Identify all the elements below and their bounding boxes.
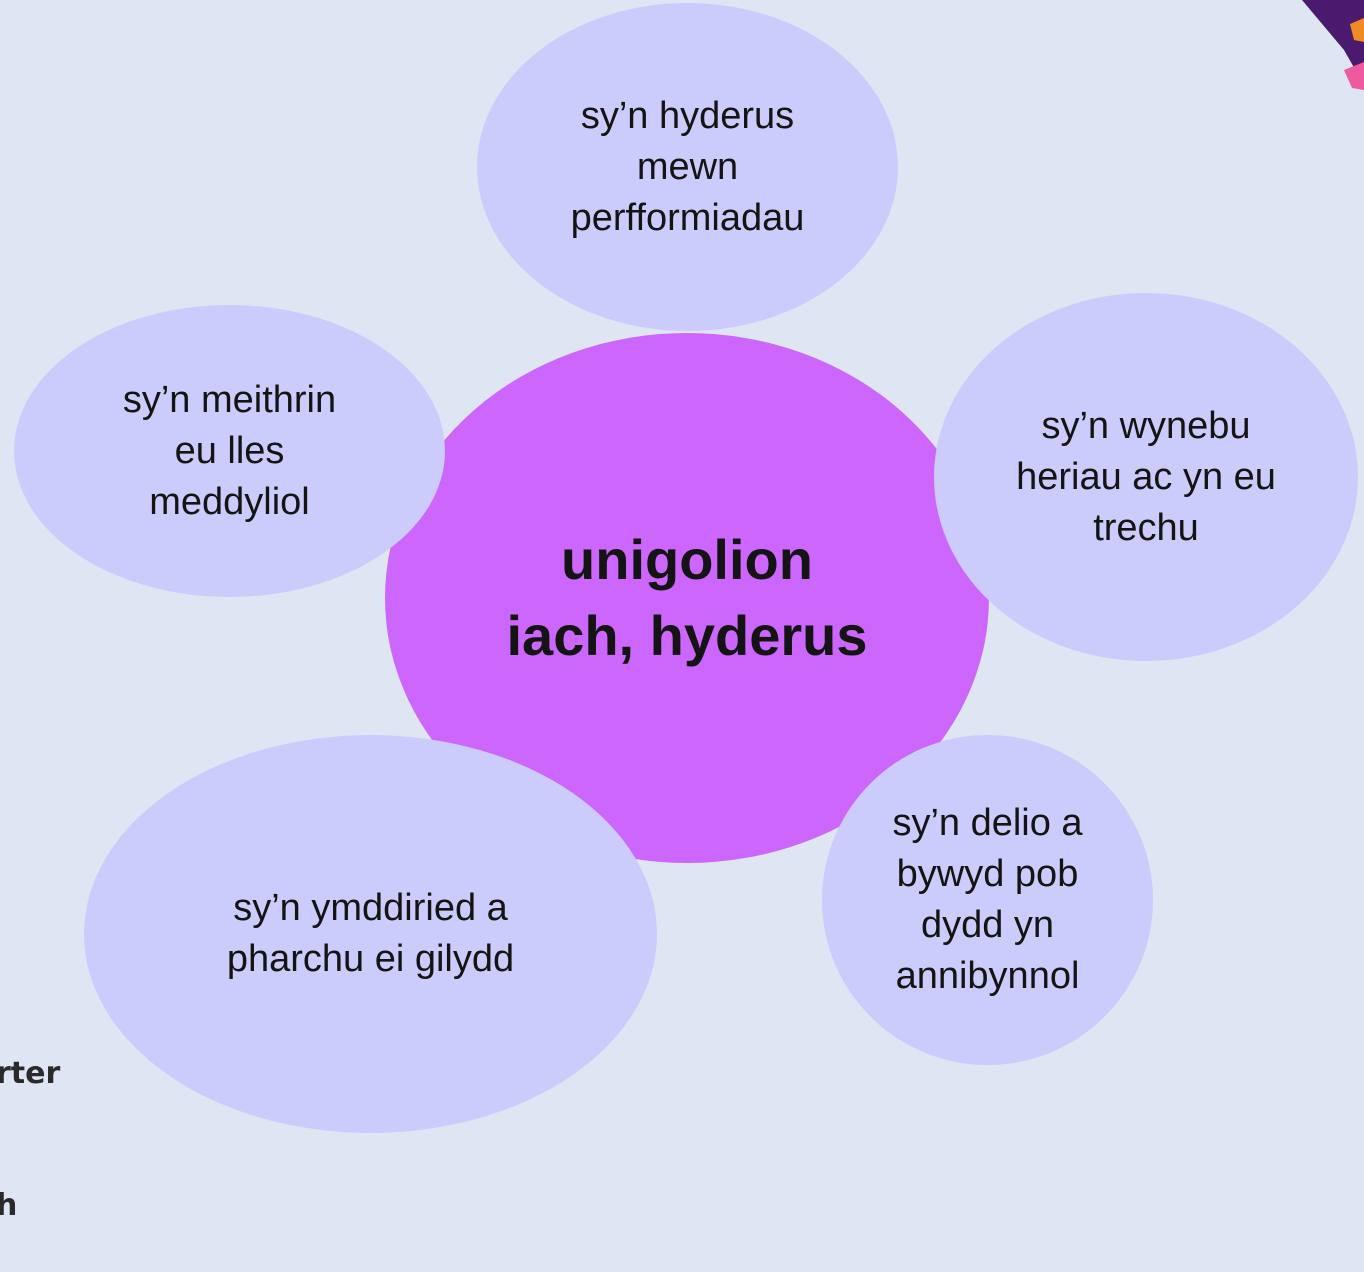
- satellite-bubble-right: sy’n wynebu heriau ac yn eu trechu: [934, 293, 1358, 661]
- satellite-bubble-bottom-left: sy’n ymddiried a pharchu ei gilydd: [84, 735, 657, 1133]
- partial-side-text: rter h: [0, 964, 60, 1272]
- satellite-label-right: sy’n wynebu heriau ac yn eu trechu: [1016, 404, 1276, 549]
- center-bubble-label: unigolion iach, hyderus: [506, 528, 868, 667]
- satellite-label-bottom-right: sy’n delio a bywyd pob dydd yn annibynno…: [892, 802, 1083, 997]
- satellite-bubble-top: sy’n hyderus mewn perfformiadau: [477, 3, 898, 331]
- satellite-bubble-bottom-right: sy’n delio a bywyd pob dydd yn annibynno…: [822, 735, 1153, 1065]
- satellite-label-top: sy’n hyderus mewn perfformiadau: [570, 94, 805, 239]
- satellite-label-left: sy’n meithrin eu lles meddyliol: [122, 378, 337, 523]
- corner-logo-icon: [1302, 0, 1364, 90]
- partial-side-text-line-1: rter: [0, 1056, 61, 1091]
- satellite-bubble-left: sy’n meithrin eu lles meddyliol: [14, 305, 445, 597]
- center-bubble: unigolion iach, hyderus: [385, 333, 989, 863]
- partial-side-text-line-2: h: [0, 1188, 18, 1223]
- satellite-label-bottom-left: sy’n ymddiried a pharchu ei gilydd: [226, 887, 515, 980]
